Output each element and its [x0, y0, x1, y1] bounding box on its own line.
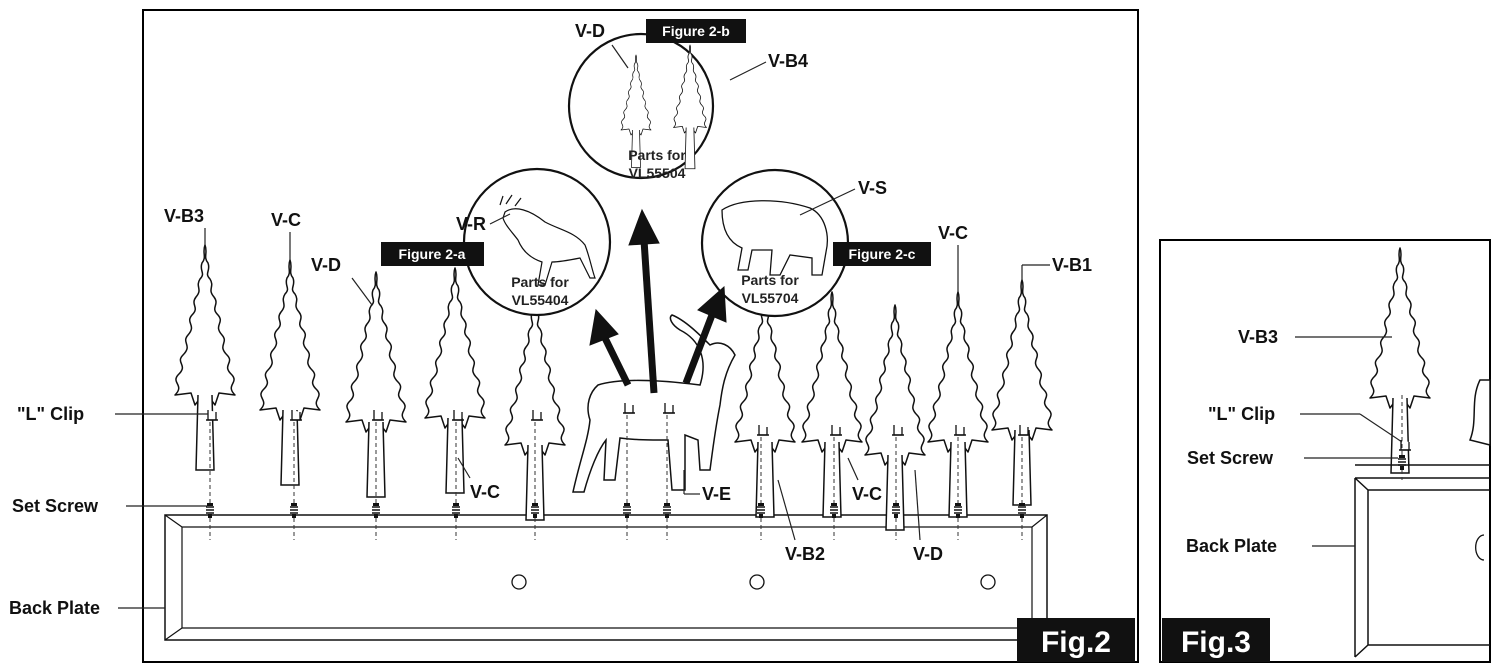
circle-a: Parts for VL55404 [462, 167, 612, 317]
circle-a-line2: VL55404 [512, 292, 569, 308]
label-l-clip: "L" Clip [17, 404, 84, 424]
clips-and-screws [205, 402, 1031, 540]
label-vd-top-left: V-D [311, 255, 341, 275]
fig3-badge-text: Fig.3 [1181, 626, 1251, 659]
label-vc-top-left: V-C [271, 210, 301, 230]
fig3-label-back-plate: Back Plate [1186, 536, 1277, 556]
label-back-plate: Back Plate [9, 598, 100, 618]
fig3-label-set-screw: Set Screw [1187, 448, 1274, 468]
circle-b-line2: VL55504 [629, 165, 686, 181]
circle-c-line2: VL55704 [742, 290, 799, 306]
fig2c-label: Figure 2-c [849, 246, 916, 262]
circle-a-line1: Parts for [511, 274, 569, 290]
fig3-label-l-clip: "L" Clip [1208, 404, 1275, 424]
fig2-labels: V-B3 V-C V-D V-C V-B1 "L" Clip Set Screw… [9, 21, 1092, 618]
fig3-badge [1162, 618, 1270, 662]
label-vs: V-S [858, 178, 887, 198]
back-plate [164, 514, 1048, 641]
fig3-labels: V-B3 "L" Clip Set Screw Back Plate [1186, 327, 1403, 556]
fig2b-label: Figure 2-b [662, 23, 730, 39]
label-vc-bottom-right: V-C [852, 484, 882, 504]
label-vb3: V-B3 [164, 206, 204, 226]
label-set-screw: Set Screw [12, 496, 99, 516]
circle-c-line1: Parts for [741, 272, 799, 288]
fig2a-label: Figure 2-a [399, 246, 466, 262]
label-vd-circle: V-D [575, 21, 605, 41]
fig3-label-vb3: V-B3 [1238, 327, 1278, 347]
fig3-content [1354, 247, 1491, 658]
label-vc-top-right: V-C [938, 223, 968, 243]
label-vr: V-R [456, 214, 486, 234]
label-vd-bottom-right: V-D [913, 544, 943, 564]
fig2-badge-text: Fig.2 [1041, 626, 1111, 659]
circle-b-line1: Parts for [628, 147, 686, 163]
label-vc-bottom-left: V-C [470, 482, 500, 502]
fig2-badge [1017, 618, 1135, 662]
circle-c: Parts for VL55704 [700, 168, 850, 318]
arrows [589, 208, 727, 394]
label-vb4: V-B4 [768, 51, 808, 71]
moose-ve [572, 314, 736, 493]
fig3-frame [1159, 239, 1491, 663]
label-ve: V-E [702, 484, 731, 504]
figure-tags: Figure 2-a Figure 2-b Figure 2-c [381, 19, 931, 266]
circle-b: Parts for VL55504 [567, 32, 715, 181]
label-vb1: V-B1 [1052, 255, 1092, 275]
label-vb2: V-B2 [785, 544, 825, 564]
